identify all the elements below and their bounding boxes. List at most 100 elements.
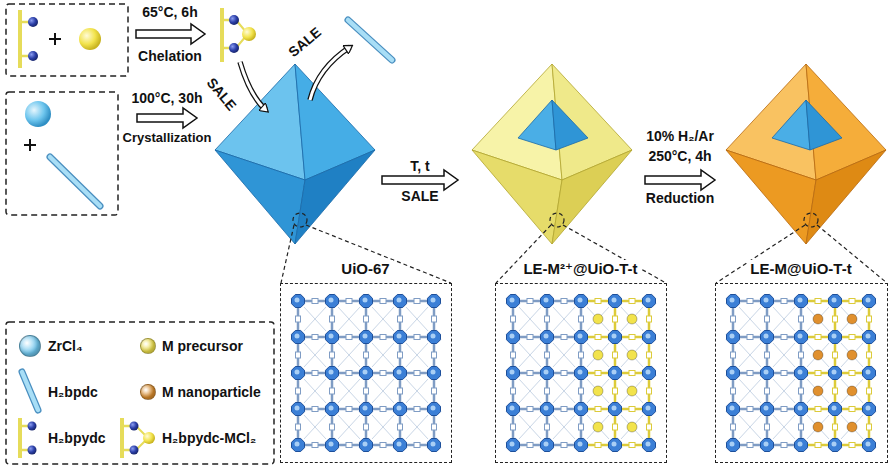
zr-cluster bbox=[360, 295, 373, 308]
nitrogen-atom bbox=[229, 15, 239, 25]
linker-ring bbox=[647, 352, 652, 358]
zr-cluster bbox=[829, 439, 842, 452]
linker-ring bbox=[849, 335, 855, 340]
bpdc-rod bbox=[50, 157, 100, 206]
legend-rod bbox=[22, 372, 38, 410]
nitrogen-atom bbox=[130, 422, 139, 431]
linker-ring bbox=[346, 443, 352, 448]
metal-dot bbox=[627, 350, 637, 360]
legend-swatch bbox=[19, 335, 41, 357]
legend-text: H₂bpdc bbox=[48, 384, 98, 400]
zr-cluster bbox=[507, 295, 520, 308]
zr-cluster-core bbox=[646, 370, 651, 375]
zr-cluster-core bbox=[730, 370, 735, 375]
zr-cluster-core bbox=[578, 334, 583, 339]
cell-diagonal bbox=[807, 379, 829, 403]
linker-ring bbox=[432, 424, 437, 430]
linker-ring bbox=[312, 335, 318, 340]
cell-diagonal bbox=[773, 307, 795, 331]
cell-diagonal bbox=[406, 307, 428, 331]
cell-diagonal bbox=[587, 343, 609, 367]
cell-diagonal bbox=[739, 343, 761, 367]
cell-diagonal bbox=[372, 343, 394, 367]
linker-ring bbox=[346, 335, 352, 340]
cell-diagonal bbox=[372, 307, 394, 331]
cell-diagonal bbox=[372, 307, 394, 331]
linker-ring bbox=[398, 388, 403, 394]
zr-cluster bbox=[360, 331, 373, 344]
cell-diagonal bbox=[807, 307, 829, 331]
cell-diagonal bbox=[338, 415, 360, 439]
zr-cluster bbox=[292, 295, 305, 308]
zoom-circle bbox=[550, 213, 564, 227]
linker-ring bbox=[296, 424, 301, 430]
zr-cluster bbox=[727, 439, 740, 452]
condition-label: 65°C, 6h bbox=[142, 4, 197, 20]
cell-diagonal bbox=[338, 343, 360, 367]
cell-diagonal bbox=[773, 415, 795, 439]
zr-cluster-core bbox=[764, 298, 769, 303]
cell-diagonal bbox=[372, 415, 394, 439]
octahedron-face bbox=[215, 150, 305, 244]
octahedron-face bbox=[726, 150, 816, 244]
legend-text: H₂bpydc bbox=[48, 430, 106, 446]
zr-cluster-core bbox=[544, 298, 549, 303]
linker-ring bbox=[414, 335, 420, 340]
linker-ring bbox=[815, 299, 821, 304]
zr-cluster bbox=[428, 403, 441, 416]
zr-cluster-core bbox=[295, 370, 300, 375]
cell-diagonal bbox=[519, 307, 541, 331]
cell-diagonal bbox=[553, 307, 575, 331]
zr-cluster-core bbox=[612, 298, 617, 303]
cell-diagonal bbox=[372, 415, 394, 439]
linker-ring bbox=[511, 316, 516, 322]
zr-cluster-core bbox=[798, 406, 803, 411]
linker-ring bbox=[527, 299, 533, 304]
zr-cluster bbox=[727, 331, 740, 344]
zr-cluster-core bbox=[544, 406, 549, 411]
linker-ring bbox=[380, 443, 386, 448]
linker-ring bbox=[296, 352, 301, 358]
cell-diagonal bbox=[553, 343, 575, 367]
metal-dot bbox=[813, 386, 823, 396]
linker-ring bbox=[561, 299, 567, 304]
linker-ring bbox=[731, 424, 736, 430]
zr-cluster bbox=[761, 367, 774, 380]
condition-label: Reduction bbox=[646, 190, 714, 206]
legend-text: M precursor bbox=[162, 338, 243, 354]
mof-lattice bbox=[292, 295, 876, 452]
linker-ring bbox=[765, 424, 770, 430]
linker-ring bbox=[579, 424, 584, 430]
cell-diagonal bbox=[304, 415, 326, 439]
zr-cluster bbox=[829, 331, 842, 344]
cell-diagonal bbox=[304, 379, 326, 403]
zr-cluster-core bbox=[510, 406, 515, 411]
zr-cluster bbox=[643, 331, 656, 344]
cell-diagonal bbox=[773, 415, 795, 439]
linker-ring bbox=[511, 424, 516, 430]
linker-ring bbox=[561, 443, 567, 448]
metal-dot bbox=[627, 422, 637, 432]
metal-dot bbox=[847, 314, 857, 324]
metal-dot bbox=[847, 350, 857, 360]
zr-cluster-core bbox=[510, 370, 515, 375]
linker-ring bbox=[380, 407, 386, 412]
le-m2-octahedron bbox=[472, 64, 632, 244]
cell-diagonal bbox=[553, 415, 575, 439]
linker-ring bbox=[731, 316, 736, 322]
linker-ring bbox=[380, 299, 386, 304]
linker-ring bbox=[380, 335, 386, 340]
panel-heading: LE-M@UiO-T-t bbox=[747, 260, 854, 278]
zr-cluster bbox=[829, 403, 842, 416]
zr-cluster-core bbox=[578, 298, 583, 303]
zr-cluster-core bbox=[866, 334, 871, 339]
legend-text: H₂bpydc-MCl₂ bbox=[162, 430, 256, 446]
zr-cluster bbox=[507, 331, 520, 344]
legend-ligand bbox=[120, 418, 124, 458]
linker-ring bbox=[579, 388, 584, 394]
cell-diagonal bbox=[338, 307, 360, 331]
linker-ring bbox=[849, 371, 855, 376]
cell-diagonal bbox=[621, 415, 643, 439]
core-face bbox=[552, 100, 588, 150]
